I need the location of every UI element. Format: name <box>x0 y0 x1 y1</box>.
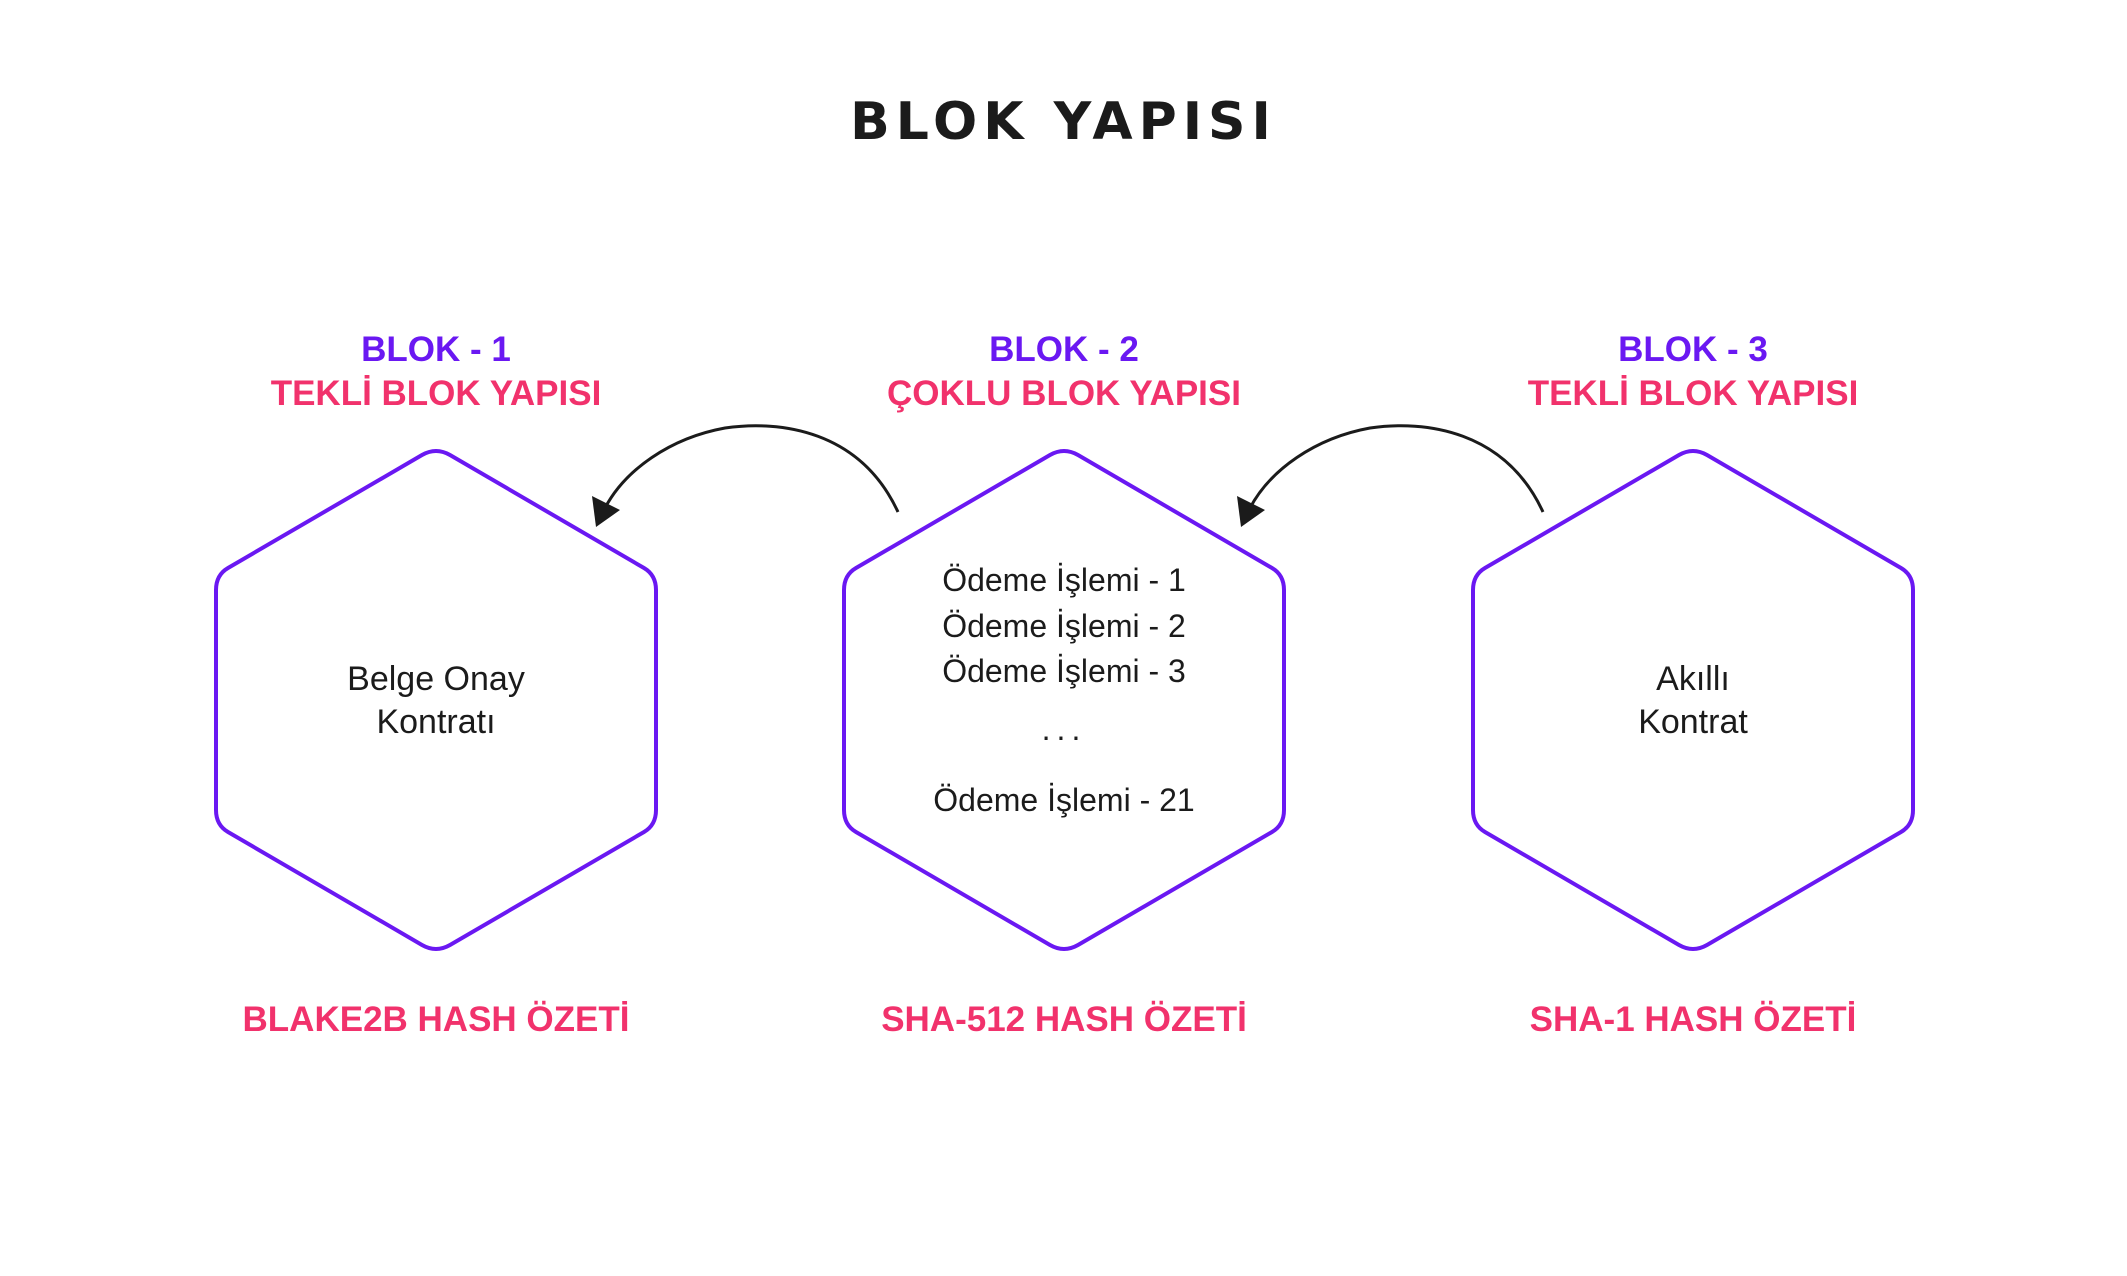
block-3-content: Akıllı Kontrat <box>1473 658 1913 744</box>
block-2-hash: SHA-512 HASH ÖZETİ <box>881 1000 1247 1039</box>
block-2-transaction-3: Ödeme İşlemi - 3 <box>942 653 1186 689</box>
block-1-hash: BLAKE2B HASH ÖZETİ <box>242 1000 630 1039</box>
arrow-block3-to-block2 <box>1248 424 1545 513</box>
block-2-name: BLOK - 2 <box>989 330 1139 369</box>
block-3-content-line-1: Akıllı <box>1656 660 1730 698</box>
block-1-content-line-1: Belge Onay <box>347 660 525 698</box>
block-1-header: BLOK - 1 TEKLİ BLOK YAPISI <box>136 328 736 416</box>
block-1-content-line-2: Kontratı <box>376 703 496 741</box>
block-3-name: BLOK - 3 <box>1618 330 1768 369</box>
block-2-hexagon <box>842 449 1286 951</box>
block-1-hexagon <box>214 449 658 951</box>
block-2-ellipsis: ... <box>1041 710 1087 747</box>
diagram-title: BLOK YAPISI <box>850 92 1277 152</box>
block-2-header: BLOK - 2 ÇOKLU BLOK YAPISI <box>764 328 1364 416</box>
block-3-hexagon <box>1471 449 1915 951</box>
block-2-type: ÇOKLU BLOK YAPISI <box>887 374 1241 413</box>
block-2-transaction-21: Ödeme İşlemi - 21 <box>933 782 1195 818</box>
arrow-block3-to-block2-head <box>1237 496 1265 527</box>
block-3-hash: SHA-1 HASH ÖZETİ <box>1529 1000 1857 1039</box>
block-3-header: BLOK - 3 TEKLİ BLOK YAPISI <box>1393 328 1993 416</box>
block-1-content: Belge Onay Kontratı <box>216 658 656 744</box>
block-2-transaction-1: Ödeme İşlemi - 1 <box>942 562 1186 598</box>
block-3-type: TEKLİ BLOK YAPISI <box>1527 374 1859 413</box>
block-2-content: Ödeme İşlemi - 1 Ödeme İşlemi - 2 Ödeme … <box>844 558 1284 824</box>
block-3-content-line-2: Kontrat <box>1638 703 1748 741</box>
block-1-type: TEKLİ BLOK YAPISI <box>270 374 602 413</box>
block-1-name: BLOK - 1 <box>361 330 511 369</box>
block-2-transaction-2: Ödeme İşlemi - 2 <box>942 607 1186 644</box>
arrow-block2-to-block1 <box>603 424 900 513</box>
arrow-block2-to-block1-head <box>592 496 620 527</box>
